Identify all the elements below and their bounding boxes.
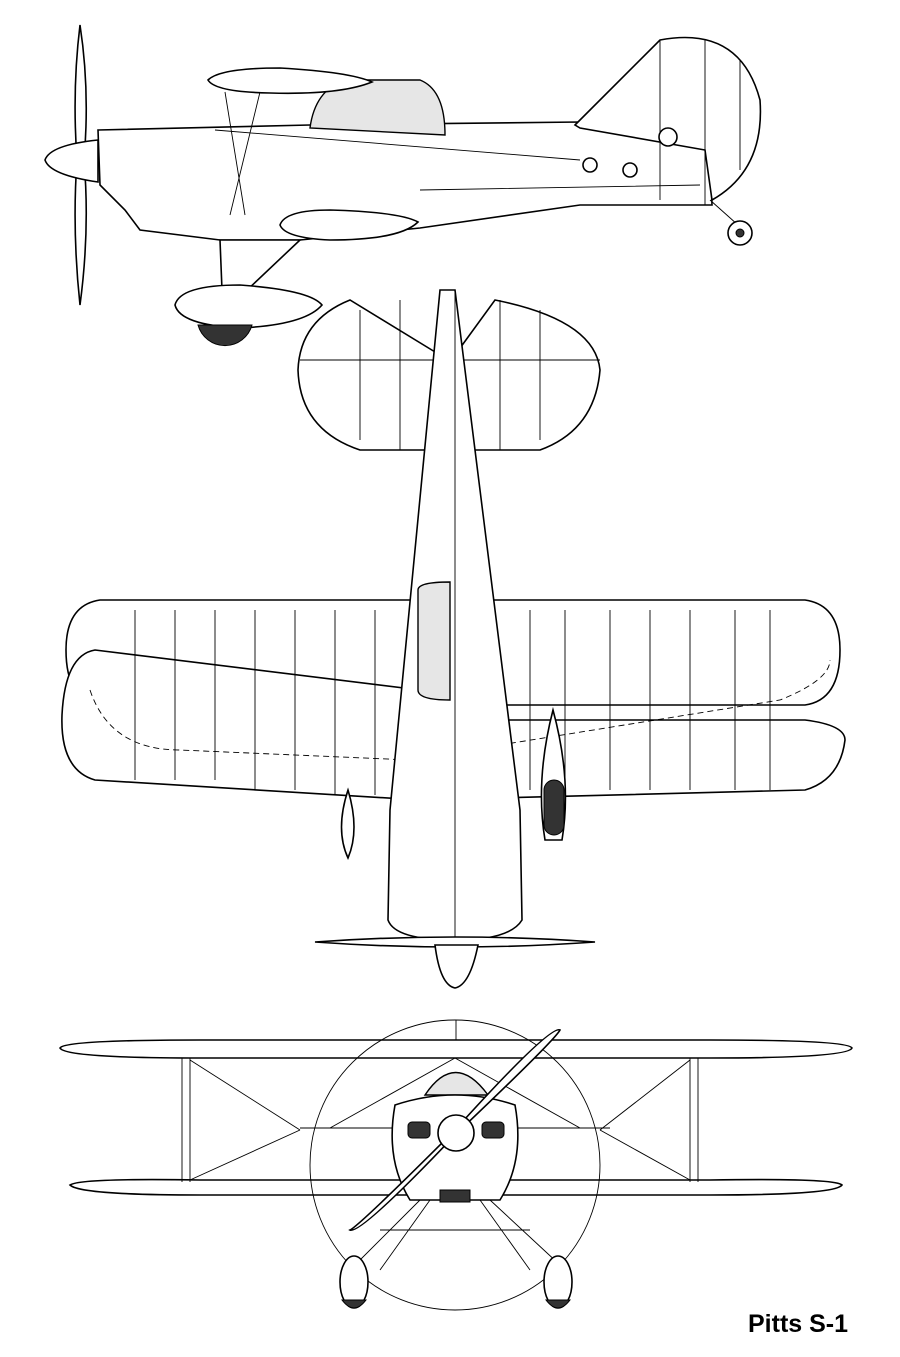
top-propeller <box>314 936 596 948</box>
front-view <box>59 1019 853 1311</box>
top-spinner <box>434 944 479 989</box>
side-upper-wing <box>206 67 375 95</box>
top-left-stabilizer <box>297 299 441 451</box>
side-landing-gear <box>219 239 303 293</box>
side-spinner <box>44 139 99 183</box>
side-canopy <box>309 79 446 136</box>
side-tail-fin <box>573 36 762 202</box>
side-wheel <box>197 324 253 347</box>
side-wheel-fairing <box>174 284 324 329</box>
front-propeller-arc <box>309 1019 601 1311</box>
top-view <box>61 289 846 989</box>
front-upper-wing <box>59 1039 853 1059</box>
front-canopy <box>423 1071 490 1096</box>
top-left-wheel-fairing <box>340 787 355 860</box>
side-view <box>44 24 762 347</box>
top-cockpit <box>417 581 451 701</box>
front-spinner <box>437 1114 475 1152</box>
aircraft-name-caption: Pitts S-1 <box>748 1310 849 1338</box>
side-lower-wing <box>279 209 420 241</box>
top-right-stabilizer <box>454 299 601 451</box>
